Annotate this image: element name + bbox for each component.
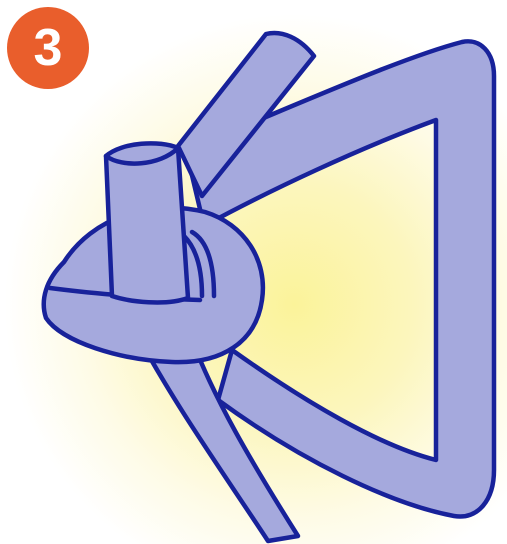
step-number-badge: 3 bbox=[7, 7, 89, 89]
rope-standing-end bbox=[106, 143, 188, 302]
